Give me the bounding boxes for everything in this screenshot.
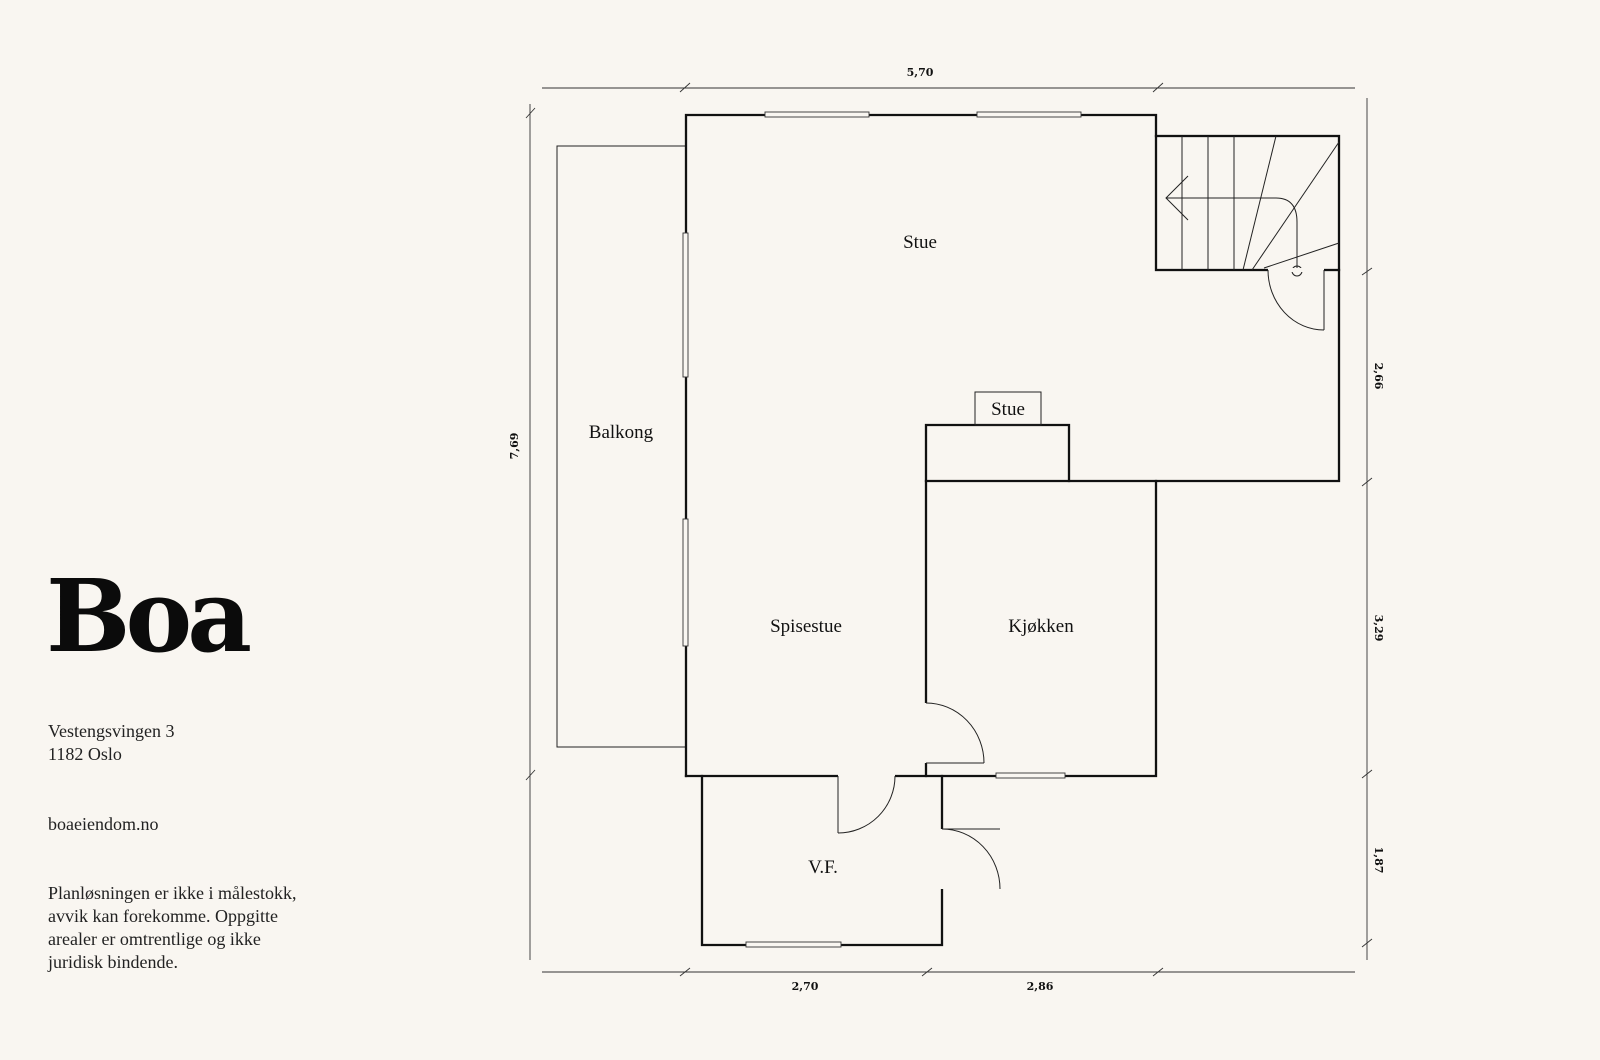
room-label-stue-small: Stue: [991, 399, 1025, 420]
room-label-balkong: Balkong: [589, 422, 654, 443]
dimension-bottom-left: 2,70: [792, 980, 819, 993]
room-label-vf: V.F.: [808, 857, 838, 878]
windows: [682, 111, 1082, 948]
disclaimer-line: arealer er omtrentlige og ikke: [48, 929, 261, 949]
balcony-outline: [556, 145, 686, 748]
disclaimer-line: avvik kan forekomme. Oppgitte: [48, 906, 278, 926]
room-label-stue: Stue: [903, 232, 937, 253]
disclaimer-line: Planløsningen er ikke i målestokk,: [48, 883, 297, 903]
disclaimer-line: juridisk bindende.: [48, 952, 178, 972]
dimension-right-lower: 1,87: [1372, 847, 1385, 874]
room-label-spisestue: Spisestue: [770, 616, 842, 637]
address-city: 1182 Oslo: [48, 744, 122, 764]
address: Vestengsvingen 3 1182 Oslo: [48, 720, 174, 766]
dimension-lines: [525, 82, 1373, 977]
doors: [837, 268, 1325, 890]
room-label-kjokken: Kjøkken: [1008, 616, 1074, 637]
staircase: [1154, 134, 1341, 277]
address-street: Vestengsvingen 3: [48, 721, 175, 741]
stue-small-box: [974, 391, 1042, 426]
dimension-right-upper: 2,66: [1372, 363, 1385, 390]
dimension-bottom-right: 2,86: [1027, 980, 1054, 993]
dimension-top: 5,70: [907, 66, 934, 79]
disclaimer: Planløsningen er ikke i målestokk, avvik…: [48, 882, 348, 974]
brand-logo: Boa: [46, 557, 252, 675]
dimension-right-middle: 3,29: [1372, 615, 1385, 642]
website-link[interactable]: boaeiendom.no: [48, 814, 159, 834]
walls: [684, 113, 1341, 947]
dimension-left: 7,69: [508, 433, 521, 460]
